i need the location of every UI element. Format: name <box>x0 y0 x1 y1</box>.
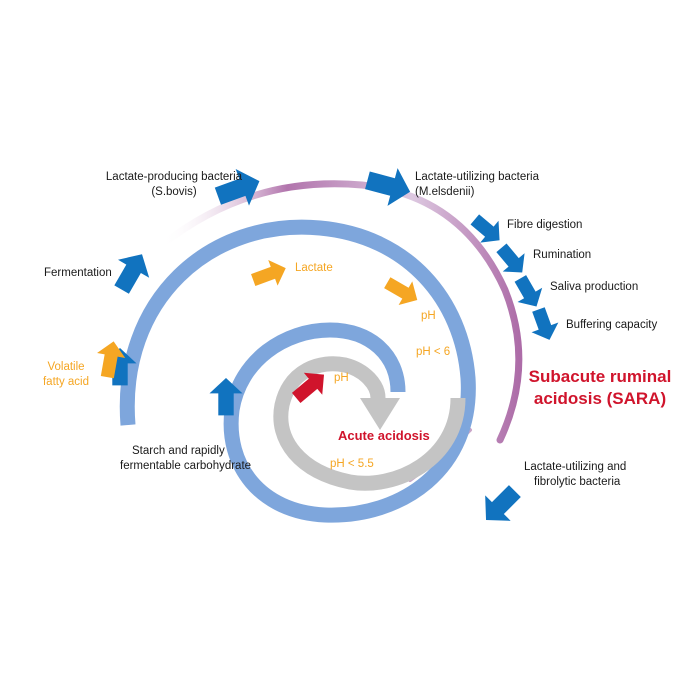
light-blue-spiral <box>119 219 476 523</box>
orange-arrow-icon <box>248 255 291 293</box>
blue-arrow-icon <box>362 161 416 211</box>
starch-label: Starch and rapidly fermentable carbohydr… <box>120 444 270 474</box>
gray-spiral-arrowhead <box>360 398 400 430</box>
blue-arrow-icon <box>525 304 563 345</box>
lactate-fibrolytic-line-1: Lactate-utilizing and <box>524 461 627 473</box>
rumination-label: Rumination <box>533 249 592 261</box>
lactate-producing-text: Lactate-producing bacteria <box>105 171 243 183</box>
buffering-capacity-label: Buffering capacity <box>566 319 658 331</box>
sara-label: Subacute ruminal acidosis (SARA) <box>520 366 680 410</box>
lactate-utilizing-label: Lactate-utilizing bacteria (M.elsdenii) <box>415 170 585 200</box>
lactate-fibrolytic-label: Lactate-utilizing and fibrolytic bacteri… <box>524 460 694 490</box>
lactate-producing-label: Lactate-producing bacteria (S.bovis) <box>84 170 264 200</box>
starch-line-1: Starch and rapidly <box>132 445 225 457</box>
blue-arrow-icon <box>473 478 528 533</box>
acute-acidosis-label: Acute acidosis <box>338 428 430 443</box>
lactate-utilizing-sub: (M.elsdenii) <box>415 186 475 198</box>
ph-lt-55-label: pH < 5.5 <box>330 458 374 470</box>
ph-outer-label: pH <box>421 310 436 322</box>
blue-arrow-icon <box>106 245 158 299</box>
ph-lt-6-label: pH < 6 <box>416 346 451 358</box>
lactate-fibrolytic-line-2: fibrolytic bacteria <box>534 476 621 488</box>
fermentation-label: Fermentation <box>44 267 112 279</box>
lactate-producing-sub: (S.bovis) <box>151 186 197 198</box>
fibre-digestion-label: Fibre digestion <box>507 219 583 231</box>
blue-arrow-icon <box>465 208 509 252</box>
lactate-label: Lactate <box>295 262 333 274</box>
vfa-line-2: fatty acid <box>42 376 90 388</box>
vfa-line-1: Volatile <box>47 361 85 373</box>
starch-line-2: fermentable carbohydrate <box>120 460 252 472</box>
saliva-production-label: Saliva production <box>550 281 639 293</box>
ph-inner-label: pH <box>334 372 349 384</box>
gray-inner-spiral <box>273 356 466 491</box>
lactate-utilizing-text: Lactate-utilizing bacteria <box>415 171 540 183</box>
sara-line-1: Subacute ruminal <box>528 367 672 386</box>
vfa-label: Volatile fatty acid <box>36 360 96 390</box>
sara-line-2: acidosis (SARA) <box>533 389 667 408</box>
